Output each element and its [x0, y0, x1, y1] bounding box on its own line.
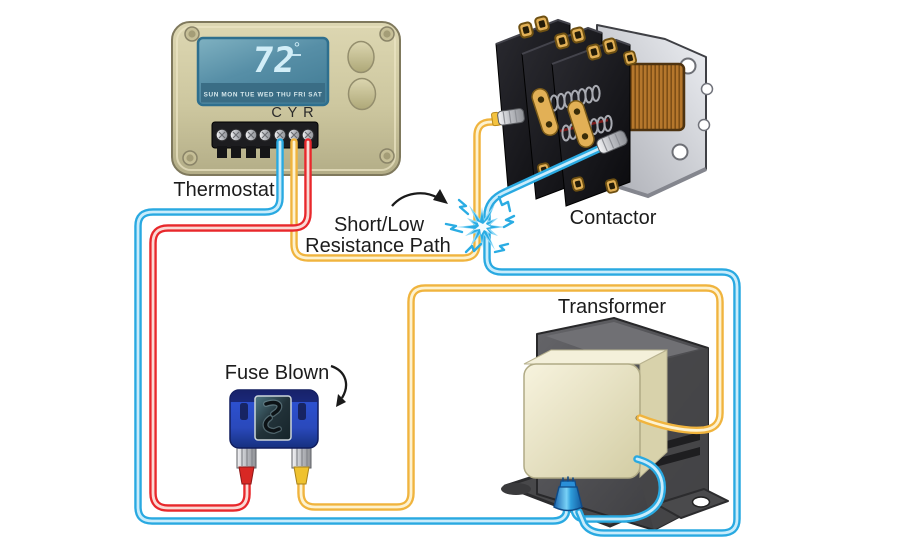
short-path-line2: Resistance Path — [305, 235, 451, 257]
short-path-annotation: Short/Low Resistance Path — [305, 214, 451, 257]
day-labels: SUN MON TUE WED THU FRI SAT — [204, 92, 323, 99]
wire-nut-connector — [553, 476, 583, 512]
wire-blue-contactor-to-nut — [483, 142, 741, 537]
wiring — [134, 118, 741, 537]
lcd-display: 72 ° SUN MON TUE WED THU FRI SAT — [196, 36, 330, 107]
red-crimp — [238, 466, 255, 485]
spark-icon — [444, 195, 516, 254]
short-path-line1: Short/Low — [334, 214, 425, 236]
transformer-label: Transformer — [558, 296, 667, 318]
thermostat-button-up — [347, 40, 375, 74]
terminal-screws — [215, 128, 315, 142]
wire-red-thermostat-to-fuse — [149, 138, 312, 512]
contactor-contacts — [531, 84, 620, 195]
fuse-terminal-right — [291, 443, 312, 485]
contactor-label: Contactor — [570, 207, 657, 229]
blue-wire-crimp — [596, 130, 628, 154]
terminal-labels: C Y R — [271, 105, 314, 121]
case-screws — [182, 26, 395, 166]
contactor-coil — [620, 62, 686, 132]
thermostat: 72 ° SUN MON TUE WED THU FRI SAT C Y R — [171, 21, 401, 176]
degree-symbol: ° — [294, 40, 300, 57]
thermostat-label: Thermostat — [173, 179, 275, 201]
fuse — [229, 389, 319, 485]
spark-bolts — [444, 195, 516, 254]
yellow-crimp — [293, 466, 310, 485]
wire-blue-thermostat-to-nut — [134, 138, 571, 525]
blown-element — [262, 399, 283, 435]
fuse-window — [254, 395, 292, 441]
wire-yellow-thermostat-to-contactor — [290, 118, 503, 262]
thermostat-button-down — [347, 77, 377, 111]
fuse-terminal-left — [236, 443, 257, 485]
temperature-reading: 72 — [250, 40, 298, 81]
wire-yellow-fuse-to-transformer — [297, 284, 724, 511]
arrow-to-spark — [391, 189, 448, 207]
transformer-left-foot — [501, 483, 531, 495]
yellow-wire-crimp — [491, 108, 525, 127]
transformer — [501, 317, 729, 531]
transformer-bobbin — [523, 349, 668, 479]
arrow-to-fuse — [330, 364, 348, 407]
fuse-blown-label: Fuse Blown — [225, 362, 330, 384]
transformer-right-foot — [655, 488, 729, 519]
